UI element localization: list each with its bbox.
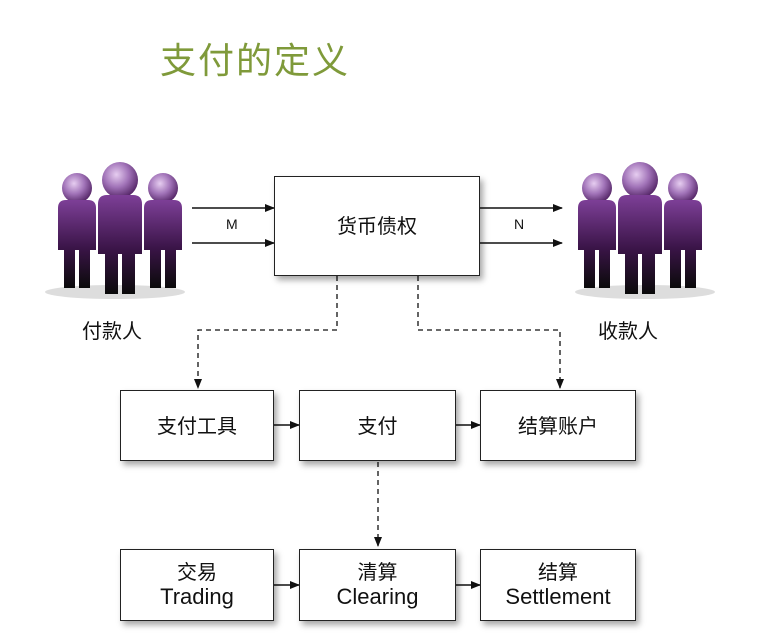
arrow-label-m: M [226,216,238,232]
page-title: 支付的定义 [160,41,351,82]
settlement-account-box: 结算账户 [480,390,636,461]
settlement-zh-label: 结算 [538,559,578,584]
arrow-label-n: N [514,216,525,232]
settlement-account-label: 结算账户 [518,413,598,438]
payment-label: 支付 [357,413,398,438]
clearing-en-label: Clearing [336,583,419,609]
trading-zh-label: 交易 [177,559,217,584]
clearing-box: 清算 Clearing [299,549,456,621]
payment-instrument-box: 支付工具 [120,390,274,461]
monetary-claim-box: 货币债权 [274,176,480,276]
clearing-zh-label: 清算 [357,559,398,584]
payer-people-icon [45,162,185,299]
payee-label: 收款人 [598,319,658,343]
payee-people-icon [575,162,715,299]
monetary-claim-label: 货币债权 [337,214,417,238]
payment-box: 支付 [299,390,456,461]
trading-box: 交易 Trading [120,549,274,621]
settlement-en-label: Settlement [505,583,611,609]
payment-instrument-label: 支付工具 [157,413,237,438]
settlement-box: 结算 Settlement [480,549,636,621]
payer-label: 付款人 [82,319,142,343]
trading-en-label: Trading [160,583,234,609]
